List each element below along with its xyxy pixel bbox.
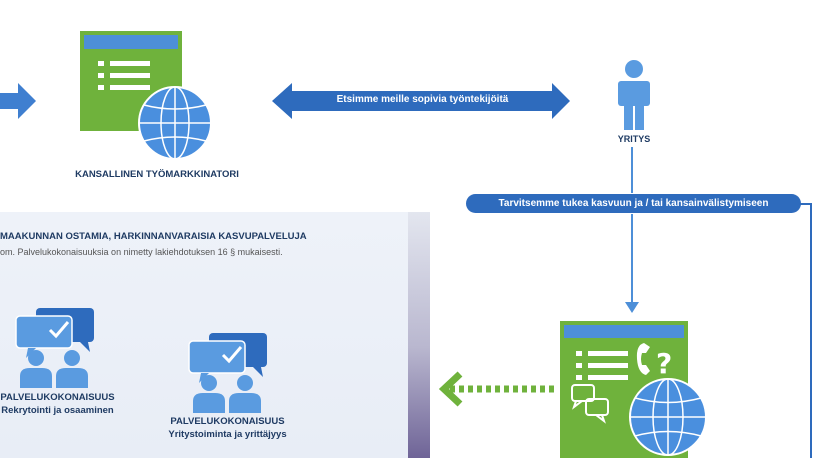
panel-edge bbox=[408, 212, 430, 458]
connector-line bbox=[810, 203, 812, 458]
phone-question-icon: ? bbox=[636, 343, 672, 380]
connector-line bbox=[631, 147, 633, 193]
person-icon bbox=[614, 60, 654, 132]
chat-bubbles-icon bbox=[571, 384, 609, 424]
double-arrow-text: Etsimme meille sopivia työntekijöitä bbox=[336, 94, 509, 105]
service-subtitle: Rekrytointi ja osaaminen bbox=[1, 405, 114, 416]
company-label: YRITYS bbox=[617, 134, 651, 144]
panel-title: MAAKUNNAN OSTAMIA, HARKINNANVARAISIA KAS… bbox=[0, 231, 307, 242]
double-arrow-icon bbox=[272, 82, 572, 120]
svg-text:?: ? bbox=[656, 347, 672, 380]
service-desk-window-icon: ? bbox=[560, 321, 720, 458]
people-chat-icon bbox=[183, 331, 273, 413]
support-pill: Tarvitsemme tukea kasvuun ja / tai kansa… bbox=[466, 194, 801, 213]
panel-subtitle: om. Palvelukokonaisuuksia on nimetty lak… bbox=[0, 247, 283, 257]
national-market-window-icon bbox=[80, 31, 215, 166]
arrow-right-icon bbox=[0, 81, 38, 121]
connector-line bbox=[631, 214, 633, 304]
service-title: PALVELUKOKONAISUUS bbox=[170, 416, 285, 427]
arrow-down-icon bbox=[625, 302, 639, 314]
connector-line bbox=[800, 203, 812, 205]
globe-icon bbox=[629, 378, 707, 456]
service-title: PALVELUKOKONAISUUS bbox=[0, 392, 115, 403]
national-market-label: KANSALLINEN TYÖMARKKINATORI bbox=[75, 169, 239, 180]
globe-icon bbox=[138, 86, 212, 160]
people-chat-icon bbox=[10, 306, 100, 388]
dotted-arrow-left-icon bbox=[438, 370, 558, 408]
service-subtitle: Yritystoiminta ja yrittäjyys bbox=[168, 429, 287, 440]
